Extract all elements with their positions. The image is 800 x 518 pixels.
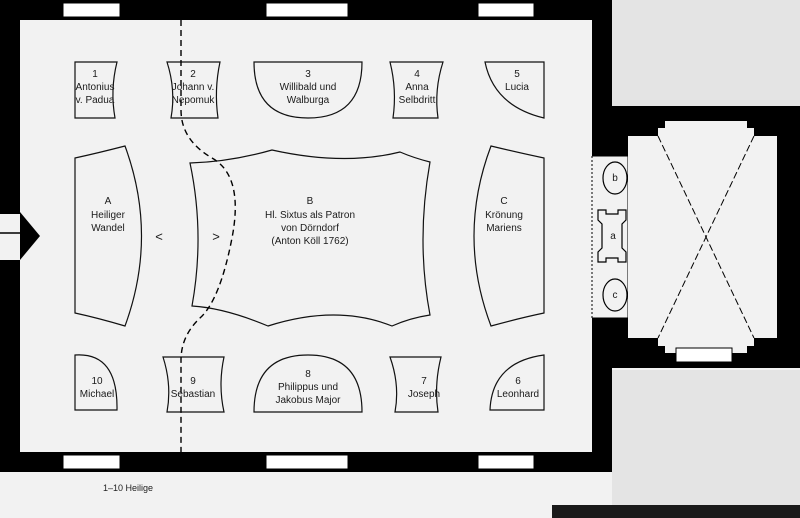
choir [591, 106, 800, 368]
saint-panel-3 [253, 61, 363, 119]
margin-texture-lower [612, 370, 800, 518]
saint-3-line2: Walburga [287, 95, 330, 106]
saint-10-line1: Michael [80, 389, 114, 400]
saint-9-line1: Sebastian [171, 389, 215, 400]
panel-B-line2: von Dörndorf [281, 223, 339, 234]
margin-texture [612, 0, 800, 108]
saint-2-num: 2 [190, 69, 196, 80]
panel-B-letter: B [307, 196, 314, 207]
large-panel-labels: A Heiliger Wandel B Hl. Sixtus als Patro… [91, 196, 523, 247]
saint-7-num: 7 [421, 376, 427, 387]
panel-B-line1: Hl. Sixtus als Patron [265, 210, 355, 221]
arrow-left: < [155, 229, 163, 244]
saint-3-num: 3 [305, 69, 311, 80]
panel-B [189, 149, 431, 327]
saint-panel-2 [166, 61, 221, 119]
saint-4-num: 4 [414, 69, 420, 80]
saint-panel-8 [253, 354, 363, 413]
saint-5-line1: Lucia [505, 82, 529, 93]
panel-C-line2: Mariens [486, 223, 522, 234]
arrow-right: > [212, 229, 220, 244]
panel-b-label: b [612, 173, 618, 184]
saint-4-line1: Anna [405, 82, 429, 93]
saint-panel-1 [74, 61, 118, 119]
panel-A [74, 145, 143, 327]
panel-A-line1: Heiliger [91, 210, 126, 221]
panel-c-label: c [613, 290, 618, 301]
saint-8-line1: Philippus und [278, 382, 338, 393]
saint-7-line1: Joseph [408, 389, 440, 400]
saint-panel-7 [389, 356, 442, 413]
saint-panel-4 [389, 61, 444, 119]
saint-2-line1: Johann v. [172, 82, 215, 93]
saint-8-num: 8 [305, 369, 311, 380]
saint-9-num: 9 [190, 376, 196, 387]
panel-a-label: a [610, 231, 616, 242]
saint-10-num: 10 [91, 376, 103, 387]
panel-A-letter: A [105, 196, 112, 207]
saint-panel-6 [489, 354, 545, 411]
saint-panel-5 [484, 61, 545, 119]
saint-labels: 1 Antonius v. Padua 2 Johann v. Nepomuk … [76, 69, 540, 406]
saint-1-num: 1 [92, 69, 98, 80]
panel-C-line1: Krönung [485, 210, 523, 221]
saint-1-line1: Antonius [76, 82, 115, 93]
saint-1-line2: v. Padua [76, 95, 115, 106]
choir-panel-b: b [602, 161, 628, 195]
page-rule [552, 505, 800, 518]
saint-8-line2: Jakobus Major [275, 395, 341, 406]
panel-B-line3: (Anton Köll 1762) [271, 236, 348, 247]
saint-4-line2: Selbdritt [399, 95, 436, 106]
choir-panel-a: a [597, 209, 627, 263]
saint-3-line1: Willibald und [280, 82, 337, 93]
legend-caption: 1–10 Heilige [103, 483, 153, 493]
panel-A-line2: Wandel [91, 223, 125, 234]
saint-2-line2: Nepomuk [172, 95, 216, 106]
choir-panel-c: c [602, 278, 628, 312]
dashed-axis-line [180, 20, 236, 472]
panel-C [473, 145, 545, 327]
saint-panel-9 [162, 356, 225, 413]
saint-6-line1: Leonhard [497, 389, 539, 400]
saint-panel-10 [74, 354, 118, 411]
saint-5-num: 5 [514, 69, 520, 80]
panel-C-letter: C [500, 196, 507, 207]
saint-6-num: 6 [515, 376, 521, 387]
